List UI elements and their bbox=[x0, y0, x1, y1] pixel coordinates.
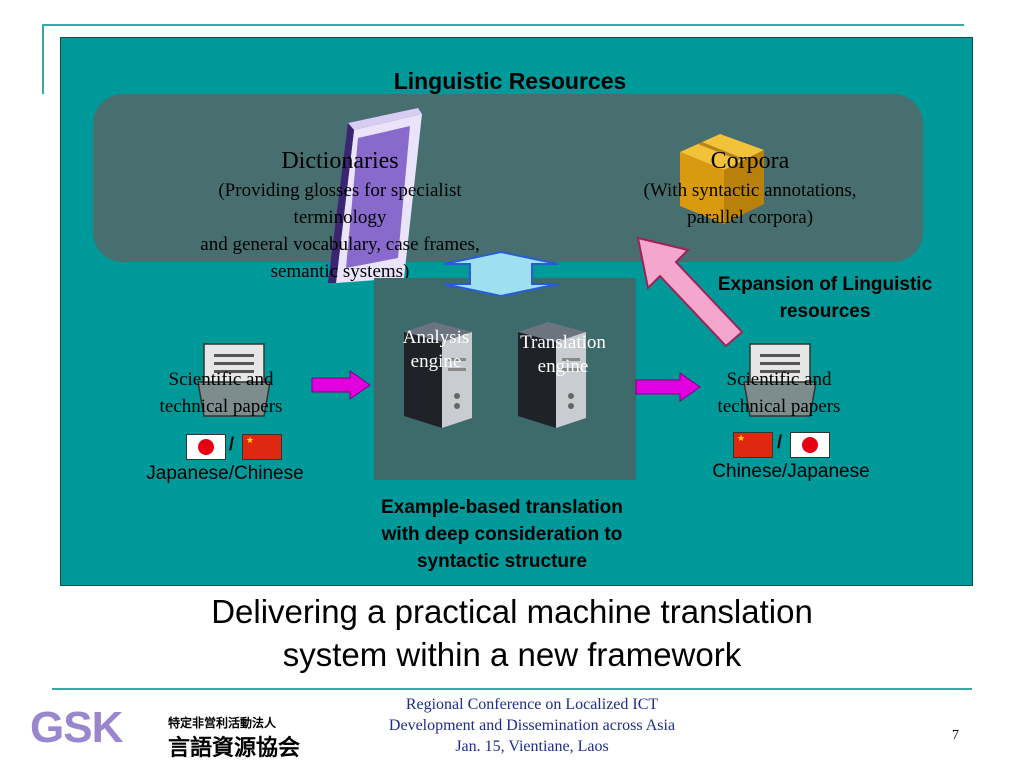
headline-line-1: Delivering a practical machine translati… bbox=[211, 593, 813, 630]
translation-engine-label: Translation engine bbox=[496, 331, 630, 379]
source-flag-separator: / bbox=[229, 434, 235, 454]
expansion-arrow-icon bbox=[636, 236, 744, 348]
linguistic-resources-title: Linguistic Resources bbox=[393, 68, 627, 94]
expansion-label-line-1: Expansion of Linguistic bbox=[717, 274, 933, 295]
dictionaries-line-3: and general vocabulary, case frames, bbox=[200, 234, 480, 255]
analysis-engine-line-2: engine bbox=[410, 351, 462, 372]
translation-server-icon bbox=[518, 322, 586, 428]
china-flag-icon bbox=[242, 434, 282, 460]
example-based-line-2: with deep consideration to bbox=[381, 524, 623, 545]
dictionaries-line-4: semantic systems) bbox=[270, 261, 410, 282]
org-small-label: 特定非営利活動法人 bbox=[168, 716, 277, 730]
expansion-label: Expansion of Linguistic resources bbox=[690, 271, 960, 325]
target-flag-separator: / bbox=[777, 432, 783, 452]
source-papers-line-2: technical papers bbox=[159, 396, 283, 417]
source-papers-label: Scientific and technical papers bbox=[118, 366, 324, 420]
dictionaries-text-block: Dictionaries (Providing glosses for spec… bbox=[150, 148, 530, 285]
corpora-line-2: parallel corpora) bbox=[686, 207, 814, 228]
target-papers-line-2: technical papers bbox=[717, 396, 841, 417]
headline-line-2: system within a new framework bbox=[282, 636, 742, 673]
input-arrow-icon bbox=[311, 370, 371, 400]
example-based-caption: Example-based translation with deep cons… bbox=[330, 494, 674, 575]
frame-top-line bbox=[42, 24, 964, 26]
linguistic-resources-box bbox=[93, 94, 923, 262]
slide-headline: Delivering a practical machine translati… bbox=[90, 590, 934, 676]
dictionaries-line-1: (Providing glosses for specialist bbox=[218, 180, 462, 201]
target-languages-label: Chinese/Japanese bbox=[712, 461, 870, 482]
source-languages-label: Japanese/Chinese bbox=[146, 463, 304, 484]
conference-info: Regional Conference on Localized ICT Dev… bbox=[318, 694, 746, 757]
japan-flag-icon bbox=[790, 432, 830, 458]
page-number: 7 bbox=[952, 728, 959, 743]
target-papers-line-1: Scientific and bbox=[726, 369, 832, 390]
conference-line-1: Regional Conference on Localized ICT bbox=[405, 696, 659, 713]
china-flag-icon bbox=[733, 432, 773, 458]
target-document-icon bbox=[743, 343, 817, 417]
conference-line-2: Development and Dissemination across Asi… bbox=[388, 717, 676, 734]
frame-left-line bbox=[42, 24, 44, 94]
source-document-icon bbox=[197, 343, 271, 417]
output-arrow-icon bbox=[635, 372, 701, 402]
dictionaries-line-2: terminology bbox=[293, 207, 387, 228]
dictionaries-title: Dictionaries bbox=[281, 148, 399, 174]
conference-line-3: Jan. 15, Vientiane, Laos bbox=[455, 738, 609, 755]
translation-engine-line-1: Translation bbox=[520, 332, 606, 353]
bidirectional-arrow-icon bbox=[443, 250, 559, 298]
corpora-box-icon bbox=[680, 134, 764, 224]
translation-engine-line-2: engine bbox=[537, 356, 589, 377]
corpora-title: Corpora bbox=[710, 148, 790, 174]
analysis-engine-label: Analysis engine bbox=[380, 326, 492, 374]
japan-flag-icon bbox=[186, 434, 226, 460]
analysis-engine-line-1: Analysis bbox=[402, 327, 470, 348]
target-papers-label: Scientific and technical papers bbox=[676, 366, 882, 420]
org-large-label: 言語資源協会 bbox=[168, 735, 301, 760]
dictionary-book-icon bbox=[328, 108, 422, 283]
example-based-line-1: Example-based translation bbox=[381, 497, 623, 518]
corpora-line-1: (With syntactic annotations, bbox=[643, 180, 857, 201]
expansion-label-line-2: resources bbox=[779, 301, 871, 322]
gsk-logo: GSK bbox=[30, 703, 123, 752]
corpora-text-block: Corpora (With syntactic annotations, par… bbox=[590, 148, 910, 231]
footer-divider bbox=[52, 688, 972, 690]
example-based-line-3: syntactic structure bbox=[416, 551, 587, 572]
source-papers-line-1: Scientific and bbox=[168, 369, 274, 390]
analysis-server-icon bbox=[404, 322, 472, 428]
